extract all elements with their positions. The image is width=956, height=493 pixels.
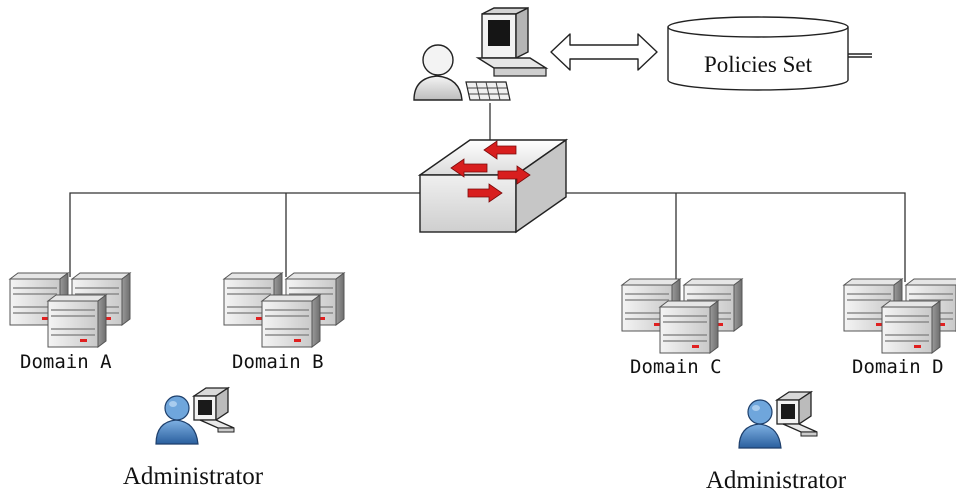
domain-d-label: Domain D <box>852 356 944 378</box>
administrator-label: Administrator <box>123 463 264 490</box>
administrator-label: Administrator <box>706 467 847 493</box>
policies-set-database-icon: Policies Set <box>667 16 872 91</box>
server-cluster-b <box>224 273 344 347</box>
server-cluster-c <box>622 279 742 353</box>
server-cluster-a <box>10 273 130 347</box>
bidirectional-arrow-icon <box>550 33 658 71</box>
domain-a-label: Domain A <box>20 351 112 373</box>
policies-set-label: Policies Set <box>704 52 813 77</box>
user-workstation-icon <box>413 6 549 101</box>
network-switch-icon <box>417 138 569 234</box>
administrator-icon <box>155 387 235 445</box>
server-cluster-d <box>844 279 956 353</box>
network-links <box>69 103 906 282</box>
domain-c-label: Domain C <box>630 356 722 378</box>
domain-b-label: Domain B <box>232 351 324 373</box>
administrator-icon <box>738 391 818 449</box>
switch-arrows-icon <box>450 140 531 203</box>
